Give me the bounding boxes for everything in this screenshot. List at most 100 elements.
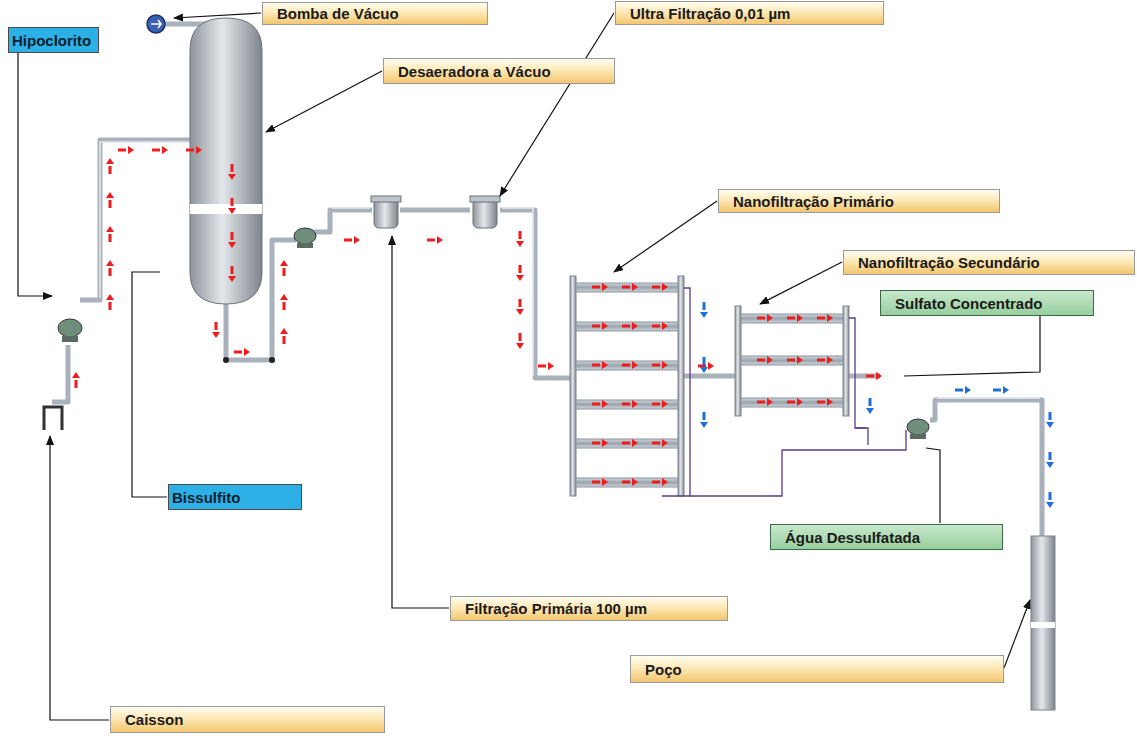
flow-arrow-shaft	[109, 302, 112, 310]
flow-arrow-shaft	[652, 286, 660, 289]
flow-arrow-shaft	[592, 481, 600, 484]
chemical-tag: Hipoclorito	[8, 27, 99, 53]
flow-arrow-shaft	[231, 198, 234, 206]
flow-arrow-head	[876, 372, 882, 380]
flow-arrow-head	[632, 439, 638, 447]
flow-arrow-shaft	[592, 442, 600, 445]
flow-arrow-head	[662, 439, 668, 447]
flow-arrow-head	[602, 439, 608, 447]
flow-arrow-head	[767, 314, 773, 322]
flow-arrow-shaft	[866, 375, 874, 378]
flow-arrow-head	[602, 322, 608, 330]
flow-arrow-head	[662, 322, 668, 330]
pump	[907, 419, 929, 439]
flow-arrow-shaft	[186, 149, 194, 152]
flow-arrow-shaft	[652, 325, 660, 328]
flow-arrow-shaft	[231, 266, 234, 274]
callout-text: Ultra Filtração 0,01 µm	[630, 5, 790, 22]
flow-arrow-shaft	[622, 325, 630, 328]
flow-arrow-head	[827, 398, 833, 406]
flow-arrow-head	[1046, 422, 1054, 428]
nanofiltration-secondary-rack	[735, 306, 849, 416]
flow-arrow-head	[72, 372, 80, 378]
flow-arrow-head	[516, 343, 524, 349]
flow-arrow-head	[128, 146, 134, 154]
flow-arrow-shaft	[538, 365, 546, 368]
flow-arrow-head	[1046, 462, 1054, 468]
flow-arrow-shaft	[109, 268, 112, 276]
flow-arrow-head	[767, 398, 773, 406]
flow-arrow-shaft	[787, 359, 795, 362]
flow-arrow-shaft	[592, 286, 600, 289]
flow-arrow-head	[602, 400, 608, 408]
flow-arrow-shaft	[231, 232, 234, 240]
chemical-tag: Sulfato Concentrado	[880, 290, 1094, 316]
flow-arrow-shaft	[234, 351, 242, 354]
flow-arrow-shaft	[817, 317, 825, 320]
flow-arrow-head	[632, 322, 638, 330]
flow-arrow-head	[700, 422, 708, 428]
ultrafilter	[470, 196, 500, 228]
flow-arrow-head	[228, 242, 236, 248]
leader-lines	[18, 13, 1040, 720]
flow-arrows	[72, 146, 1054, 508]
flow-arrow-shaft	[652, 481, 660, 484]
flow-arrow-head	[196, 146, 202, 154]
flow-arrow-shaft	[652, 364, 660, 367]
flow-arrow-shaft	[622, 442, 630, 445]
flow-arrow-head	[797, 314, 803, 322]
flow-arrow-head	[632, 478, 638, 486]
flow-arrow-head	[354, 236, 360, 244]
flow-arrow-shaft	[118, 149, 126, 152]
flow-arrow-head	[662, 361, 668, 369]
flow-arrow-head	[437, 236, 443, 244]
flow-arrow-shaft	[283, 268, 286, 276]
callout-text: Bissulfito	[172, 489, 240, 506]
callout-box: Filtração Primária 100 µm	[450, 596, 728, 621]
flow-arrow-head	[212, 332, 220, 338]
flow-arrow-head	[700, 367, 708, 373]
flow-arrow-head	[827, 314, 833, 322]
vacuum-pump	[147, 15, 165, 33]
permeate-lines	[662, 288, 906, 496]
callout-text: Nanofiltração Primário	[733, 193, 894, 210]
flow-arrow-head	[1046, 502, 1054, 508]
cartridge-filter	[371, 196, 401, 228]
flow-arrow-head	[632, 283, 638, 291]
flow-arrow-shaft	[993, 389, 1001, 392]
nanofiltration-primary-rack	[570, 276, 684, 496]
flow-arrow-shaft	[519, 265, 522, 273]
flow-arrow-shaft	[703, 302, 706, 310]
flow-arrow-head	[797, 356, 803, 364]
flow-arrow-shaft	[75, 380, 78, 388]
flow-arrow-head	[162, 146, 168, 154]
flow-arrow-head	[516, 275, 524, 281]
flow-arrow-shaft	[955, 389, 963, 392]
flow-arrow-shaft	[817, 401, 825, 404]
callout-text: Caisson	[125, 711, 183, 728]
flow-arrow-head	[244, 348, 250, 356]
callout-text: Nanofiltração Secundário	[858, 254, 1040, 271]
callout-box: Nanofiltração Primário	[718, 189, 1000, 213]
flow-arrow-shaft	[703, 412, 706, 420]
flow-arrow-shaft	[109, 166, 112, 174]
flow-arrow-shaft	[109, 234, 112, 242]
flow-arrow-head	[767, 356, 773, 364]
flow-arrow-head	[827, 356, 833, 364]
flow-arrow-head	[106, 294, 114, 300]
callout-box: Ultra Filtração 0,01 µm	[615, 1, 884, 25]
flow-arrow-head	[632, 361, 638, 369]
flow-arrow-head	[516, 309, 524, 315]
flow-arrow-head	[797, 398, 803, 406]
flow-arrow-shaft	[519, 231, 522, 239]
callout-text: Desaeradora a Vácuo	[398, 63, 551, 80]
flow-arrow-head	[1003, 386, 1009, 394]
flow-arrow-shaft	[757, 359, 765, 362]
deaerator-vessel	[190, 18, 262, 304]
flow-arrow-head	[106, 260, 114, 266]
callout-text: Bomba de Vácuo	[277, 5, 399, 22]
callout-box: Nanofiltração Secundário	[843, 250, 1135, 275]
flow-arrow-head	[228, 208, 236, 214]
flow-arrow-shaft	[757, 401, 765, 404]
